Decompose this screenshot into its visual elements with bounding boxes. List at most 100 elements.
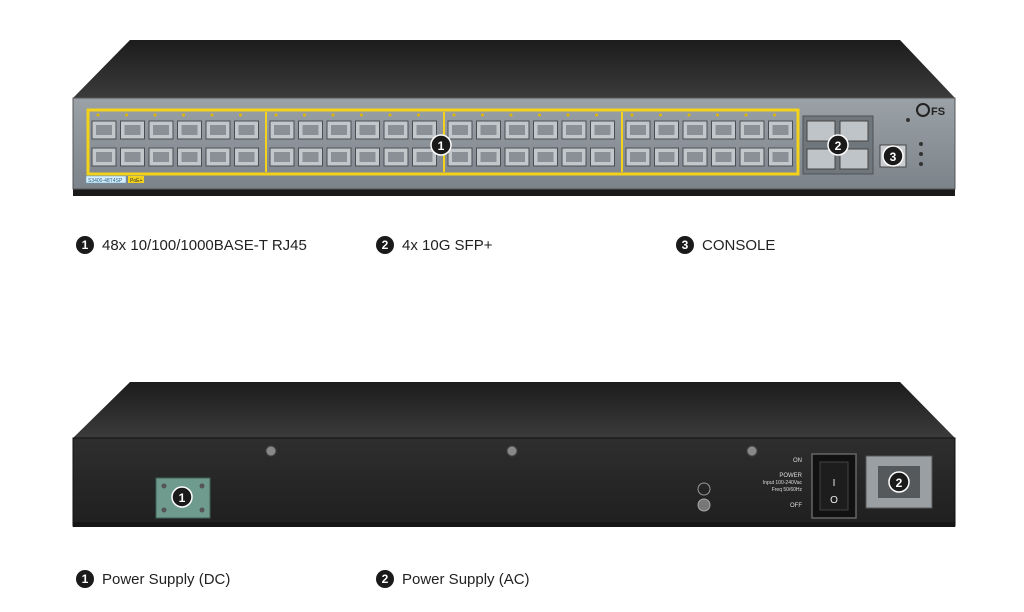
rj45-port-socket: [744, 152, 760, 162]
rj45-port-socket: [594, 152, 611, 162]
rj45-port-socket: [153, 152, 169, 162]
poe-label: PoE+: [130, 178, 142, 184]
front-legend-item-1: 1 48x 10/100/1000BASE-T RJ45: [76, 236, 307, 254]
back-callout-1: 1: [171, 486, 193, 508]
rj45-port-socket: [630, 152, 646, 162]
rj45-port-socket: [359, 152, 376, 162]
rj45-port-socket: [302, 152, 319, 162]
legend-label: Power Supply (DC): [102, 570, 231, 588]
port-led: [360, 113, 363, 117]
svg-text:O: O: [830, 495, 838, 506]
rj45-port-socket: [331, 152, 347, 162]
back-callout-2: 2: [888, 471, 910, 493]
rj45-port-socket: [388, 152, 404, 162]
front-chassis-top: [73, 40, 955, 98]
rj45-port-socket: [509, 152, 525, 162]
port-led: [481, 113, 484, 117]
rj45-port-socket: [566, 152, 582, 162]
front-callout-1: 1: [430, 134, 452, 156]
rj45-port-socket: [630, 125, 646, 135]
port-led: [182, 113, 185, 117]
power-freq-label: Freq 50/60Hz: [772, 487, 803, 493]
svg-text:2: 2: [896, 476, 903, 490]
rj45-port-highlight: [86, 108, 800, 176]
sfp-port-block: [802, 115, 874, 175]
rj45-port-block: [91, 112, 793, 172]
rj45-port-socket: [480, 152, 497, 162]
rj45-port-socket: [210, 152, 226, 162]
port-led: [509, 113, 513, 117]
brand-logo-text: FS: [931, 106, 945, 118]
sfp-port: [806, 148, 836, 170]
rj45-port-socket: [359, 125, 376, 135]
legend-label: 4x 10G SFP+: [402, 236, 493, 254]
rj45-port-socket: [388, 125, 404, 135]
rj45-port-socket: [181, 125, 198, 135]
front-callout-3: 3: [882, 145, 904, 167]
port-led: [210, 113, 214, 117]
rj45-port-socket: [274, 152, 290, 162]
port-led: [659, 113, 662, 117]
port-led: [716, 113, 719, 117]
rj45-port-socket: [566, 125, 582, 135]
front-chassis-bottom: [73, 188, 955, 196]
rj45-port-socket: [687, 125, 703, 135]
port-led: [452, 113, 456, 117]
power-label: POWER: [779, 473, 802, 479]
port-led: [417, 113, 420, 117]
legend-badge: 2: [376, 236, 394, 254]
svg-text:1: 1: [179, 491, 186, 505]
sfp-port: [839, 120, 869, 142]
svg-text:2: 2: [835, 139, 842, 153]
screw-icon: [265, 445, 277, 457]
svg-text:1: 1: [438, 139, 445, 153]
port-led: [331, 113, 335, 117]
front-legend-item-2: 2 4x 10G SFP+: [376, 236, 492, 254]
rj45-port-socket: [480, 125, 497, 135]
port-led: [630, 113, 634, 117]
rj45-port-socket: [687, 152, 703, 162]
switch-off-label: OFF: [790, 503, 802, 509]
model-label: S3400-48T4SP: [88, 178, 123, 184]
legend-badge: 1: [76, 236, 94, 254]
svg-text:3: 3: [890, 150, 897, 164]
rj45-port-socket: [238, 152, 255, 162]
rj45-port-socket: [715, 152, 732, 162]
rj45-port-socket: [658, 125, 675, 135]
port-led: [274, 113, 278, 117]
rj45-port-socket: [452, 125, 468, 135]
rj45-port-socket: [274, 125, 290, 135]
port-led: [538, 113, 541, 117]
legend-label: Power Supply (AC): [402, 570, 530, 588]
rj45-port-socket: [416, 125, 433, 135]
rj45-port-socket: [181, 152, 198, 162]
rj45-port-socket: [96, 125, 112, 135]
rj45-port-socket: [658, 152, 675, 162]
ground-icon: [697, 482, 711, 512]
sfp-port: [839, 148, 869, 170]
port-led: [773, 113, 776, 117]
back-legend-item-1: 1 Power Supply (DC): [76, 570, 230, 588]
model-label-strip: S3400-48T4SP PoE+: [85, 175, 144, 184]
rj45-port-socket: [96, 152, 112, 162]
rj45-port-socket: [124, 152, 141, 162]
port-led: [239, 113, 242, 117]
rj45-port-socket: [772, 152, 789, 162]
rj45-port-socket: [744, 125, 760, 135]
power-rocker-switch: I O: [811, 453, 857, 519]
front-callout-2: 2: [827, 134, 849, 156]
front-switch: FS S3400-48T4SP PoE+ 1 2 3: [72, 40, 956, 196]
port-led: [96, 113, 100, 117]
port-led: [153, 113, 157, 117]
legend-label: CONSOLE: [702, 236, 776, 254]
legend-badge: 1: [76, 570, 94, 588]
rj45-port-socket: [238, 125, 255, 135]
port-led: [744, 113, 748, 117]
status-leds: [906, 118, 923, 166]
port-led: [388, 113, 392, 117]
svg-text:I: I: [833, 478, 836, 489]
screw-icon: [506, 445, 518, 457]
fs-logo-icon: FS: [916, 103, 945, 118]
switch-on-label: ON: [793, 458, 802, 464]
sfp-port: [806, 120, 836, 142]
